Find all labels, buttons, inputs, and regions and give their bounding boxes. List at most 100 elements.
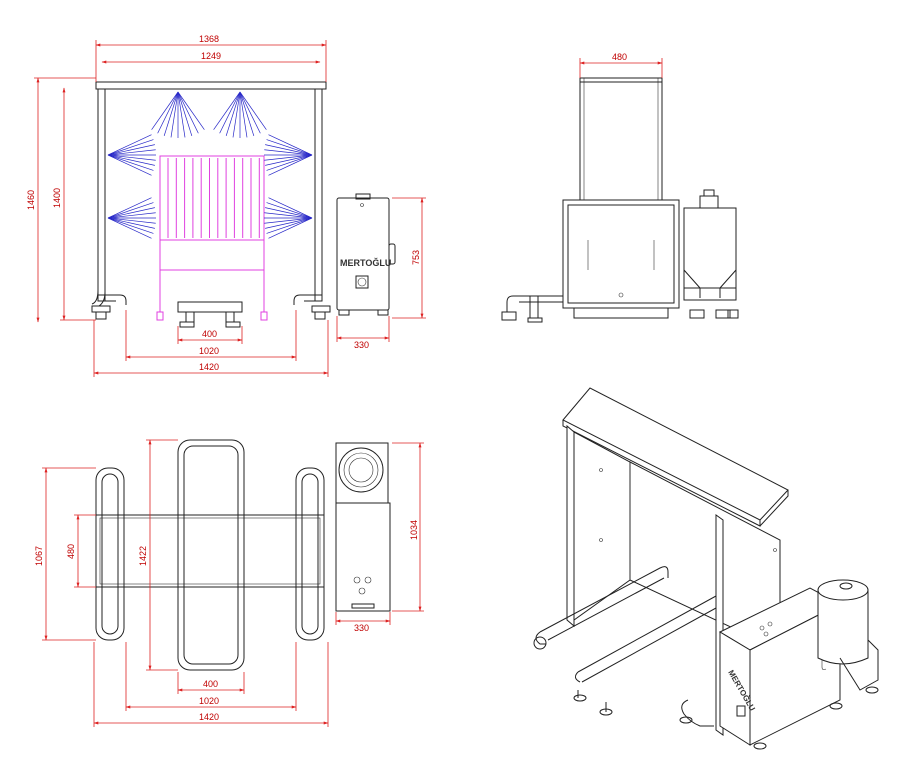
spray-line: [177, 91, 199, 134]
front-view: MERTOĞLU: [91, 81, 396, 328]
top-center-rail: [177, 439, 245, 671]
spray-line: [232, 91, 241, 138]
top-frame-body: [95, 514, 325, 588]
spray-line: [107, 144, 155, 156]
front-right-pad: [314, 311, 326, 320]
front-left-foot: [91, 305, 111, 313]
side-tank-unit: [683, 207, 737, 289]
spray-line: [107, 134, 152, 156]
spray-line: [264, 154, 313, 161]
iso-left-panel: [573, 431, 631, 621]
spray-line: [268, 217, 313, 239]
spray-line: [265, 217, 313, 229]
isometric-view: MERTOĞLU: [533, 387, 879, 750]
spray-line: [265, 154, 313, 166]
top-tank-lid-icon: [338, 447, 384, 493]
spray-line: [107, 149, 156, 156]
dim-inner-height: 1400: [52, 188, 62, 208]
spray-line: [213, 91, 241, 130]
spray-line: [107, 217, 152, 239]
dim-top-base-mid: 1020: [199, 696, 219, 706]
top-unit-body: [335, 502, 391, 612]
front-left-pipe: [98, 294, 127, 305]
spray-line: [265, 207, 313, 219]
spray-line: [264, 217, 313, 224]
spray-line: [107, 202, 154, 219]
dim-top-rail-length: 1422: [138, 546, 148, 566]
spray-line: [107, 217, 155, 229]
spray-line: [163, 91, 179, 136]
spray-line: [264, 149, 313, 156]
unit-bolt-icon: [360, 203, 364, 207]
iso-unit-handle: [821, 655, 827, 670]
spray-line: [265, 144, 313, 156]
spray-line: [266, 154, 313, 171]
iso-unit-knob-2: [767, 621, 773, 627]
spray-line: [107, 217, 154, 234]
front-right-pipe: [293, 294, 322, 305]
front-base-foot-right: [225, 321, 241, 328]
front-brand-label: MERTOĞLU: [340, 257, 391, 268]
unit-main-switch: [355, 275, 369, 289]
spray-line: [225, 91, 241, 136]
side-tank-legs: [683, 269, 737, 298]
front-base-foot-left: [179, 321, 195, 328]
spray-line: [107, 154, 155, 166]
iso-tank-body: [817, 589, 869, 665]
spray-line: [268, 154, 313, 176]
iso-tank-lid: [817, 579, 869, 601]
dim-top-unit-width: 330: [354, 623, 369, 633]
side-left-pipe: [506, 295, 563, 312]
front-left-pad: [95, 311, 107, 320]
dim-top-unit-depth: 1034: [409, 520, 419, 540]
spray-line: [266, 202, 313, 219]
spray-line: [268, 197, 313, 219]
dim-top-depth-frame: 480: [66, 544, 76, 559]
dim-side-top-width: 480: [612, 52, 627, 62]
front-panel-rack: [156, 155, 268, 321]
front-right-post: [314, 88, 323, 302]
front-dimensions: 1368 1249 1460 1400 400 1020 1420 753 33…: [26, 34, 426, 377]
spray-line: [266, 139, 313, 156]
side-view: [501, 77, 739, 323]
front-base-stand: [177, 301, 243, 322]
dim-unit-height: 753: [411, 250, 421, 265]
iso-main-switch: [736, 705, 746, 717]
top-unit-knob-2: [364, 576, 372, 584]
spray-line: [239, 91, 248, 138]
top-right-rail: [295, 467, 325, 641]
spray-line: [107, 207, 155, 219]
spray-line: [219, 91, 241, 134]
spray-line: [177, 91, 205, 130]
side-tower: [579, 77, 663, 201]
top-unit-knob-1: [353, 576, 361, 584]
side-cabinet-lock-icon: [618, 292, 624, 298]
dim-top-base-outer: 1420: [199, 712, 219, 722]
iso-unit-knob-1: [759, 625, 765, 631]
dim-top-base-inner: 400: [203, 679, 218, 689]
dim-base-inner: 400: [202, 329, 217, 339]
side-dimensions: 480: [579, 52, 663, 78]
spray-nozzles: [107, 91, 313, 239]
front-control-unit: MERTOĞLU: [336, 193, 396, 316]
spray-line: [107, 154, 156, 161]
top-tank: [335, 442, 389, 504]
iso-rail-2: [577, 595, 717, 683]
spray-line: [107, 217, 156, 224]
top-dimensions: 1067 480 1422 1034 330 400 1020 1420: [34, 439, 424, 727]
spray-line: [239, 91, 261, 134]
iso-rail-3: [681, 699, 714, 727]
spray-line: [177, 91, 186, 138]
spray-line: [107, 212, 156, 219]
top-unit-knob-3: [358, 587, 366, 595]
spray-line: [107, 139, 154, 156]
dim-base-outer: 1420: [199, 362, 219, 372]
side-cabinet: [562, 199, 680, 309]
spray-line: [157, 91, 179, 134]
dim-overall-width: 1368: [199, 34, 219, 44]
iso-left-post: [566, 424, 575, 628]
spray-line: [151, 91, 179, 130]
switch-knob-icon: [357, 277, 367, 287]
spray-line: [266, 217, 313, 234]
